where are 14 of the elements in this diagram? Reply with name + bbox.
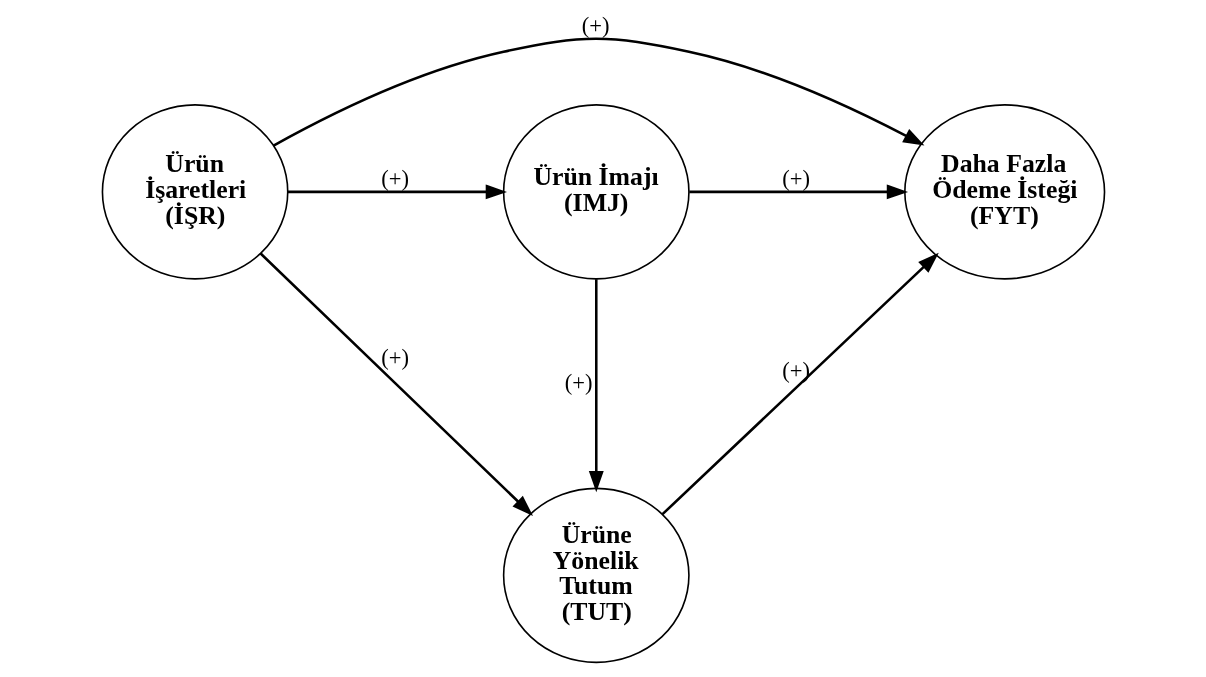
edge-label: (+) — [380, 165, 409, 191]
arrow — [688, 184, 908, 200]
node-circle: Ürün İşaretleri (İŞR) — [101, 104, 289, 280]
node-circle: Ürüne Yönelik Tutum (TUT) — [502, 487, 690, 664]
arrow — [588, 279, 604, 493]
arrow — [272, 37, 924, 147]
edge-label: (+) — [781, 165, 810, 191]
edge-label: (+) — [380, 344, 409, 370]
edge-label: (+) — [581, 12, 610, 38]
arrow — [259, 252, 533, 516]
edge-label: (+) — [564, 369, 593, 395]
arrow — [661, 252, 939, 516]
arrow — [287, 184, 507, 200]
node-circle: Ürün İmajı (IMJ) — [502, 104, 690, 280]
